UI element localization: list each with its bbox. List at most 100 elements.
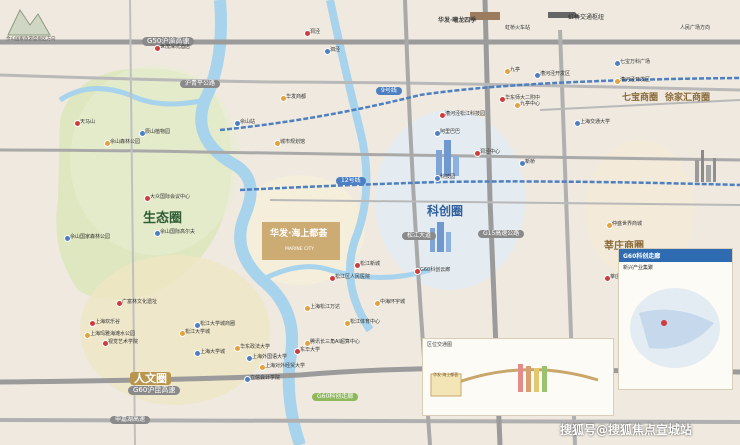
place-label: 泗泾 (330, 47, 341, 53)
g60-corridor-road-label: G60科创走廊 (312, 393, 359, 401)
songjiang-avenue-label: 松江大道 (402, 232, 437, 240)
place-pin (104, 140, 111, 147)
place-pin (534, 72, 541, 79)
place-label: 大众国际会议中心 (150, 194, 191, 200)
place-pin (244, 376, 251, 383)
g50-road-label: G50沪渝高速 (142, 37, 195, 46)
place-label: G60科创云廊 (420, 267, 451, 273)
shenjiahu-road-label: 申嘉湖高速 (110, 416, 151, 424)
info-panel-title: G60科创走廊 (619, 249, 732, 262)
place-label: 上海大学城 (200, 349, 226, 355)
corner-direction-note: 佘山国家旅游度假区方向 (6, 37, 56, 42)
place-pin (144, 195, 151, 202)
mid-road (269, 199, 740, 206)
place-pin (434, 175, 441, 182)
metro-diagram-bar-2 (526, 366, 531, 392)
sheshan-illustration (7, 8, 51, 36)
place-label: 上海欢乐谷 (95, 319, 121, 325)
metro-line-9-label: 9号线 (376, 87, 402, 95)
place-pin (614, 78, 621, 85)
place-pin (234, 120, 241, 127)
info-panel-map (630, 288, 720, 368)
skyline-1 (695, 160, 699, 182)
watermark: 搜狐号@搜狐焦点宣城站 (560, 423, 693, 437)
place-label: 科技园 (440, 174, 456, 180)
place-pin (574, 120, 581, 127)
metro-diagram (430, 364, 599, 397)
place-pin (64, 235, 71, 242)
info-map-shape (639, 309, 714, 349)
metro-diagram-label: 华发·海上都荟 (433, 372, 459, 377)
place-label: 松江新城 (360, 261, 381, 267)
place-label: 辰山植物园 (145, 129, 171, 135)
place-pin (304, 30, 311, 37)
place-pin (304, 340, 311, 347)
project-name: 华发·海上都荟 (270, 229, 328, 239)
place-label: 广富林文化遗址 (122, 299, 158, 305)
metro-line-12 (239, 180, 740, 192)
humanities-zone-halo (80, 255, 270, 405)
place-pin (274, 140, 281, 147)
place-pin (194, 322, 201, 329)
innovation-zone-label: 科创圈 (427, 204, 464, 218)
xujiahui-zone-label: 徐家汇商圈 (665, 93, 711, 103)
place-label: 九亭 (510, 67, 521, 73)
skyline-2 (701, 150, 704, 182)
place-label: 佘山森林公园 (110, 139, 141, 145)
place-pin (84, 332, 91, 339)
place-label: 上海对外经贸大学 (265, 363, 306, 369)
place-pin (606, 222, 613, 229)
info-map-pin (661, 320, 667, 326)
place-label: 中海环宇城 (380, 299, 406, 305)
place-label: 漕河泾开发区 (620, 77, 651, 83)
place-pin (499, 96, 506, 103)
place-label: 松江区人民医院 (335, 274, 371, 280)
place-pin (234, 345, 241, 352)
place-pin (514, 102, 521, 109)
metro-diagram-badge (430, 373, 462, 397)
humanities-zone-label: 人文圈 (130, 372, 171, 385)
place-label: 佘山国家森林公园 (70, 234, 111, 240)
project-block (262, 222, 340, 260)
place-label: 东华大学 (300, 347, 321, 353)
hongqiao-hub-label: 虹桥交通枢纽 (568, 14, 605, 21)
place-label: 佘山国际高尔夫 (160, 229, 196, 235)
place-label: 松江大学城 (185, 329, 211, 335)
huafa-label: 华发·曦龙四季 (438, 17, 477, 24)
place-label: 新桥 (525, 159, 536, 165)
place-label: 世茂深坑酒店 (160, 44, 191, 50)
place-label: 阿里巴巴 (440, 129, 461, 135)
place-pin (154, 230, 161, 237)
tower-3 (453, 156, 459, 176)
skyline-3 (706, 165, 711, 182)
metro-diagram-panel: 区位交通图 华发·海上都荟 (422, 338, 614, 416)
place-pin (504, 68, 511, 75)
place-pin (354, 262, 361, 269)
tower-2 (444, 140, 451, 176)
place-pin (324, 48, 331, 55)
metro-line-12-label: 12号线 (336, 177, 366, 185)
people-square-label: 人民广场方向 (680, 25, 711, 31)
place-label: 漕河泾松江科技园 (445, 111, 486, 117)
place-pin (74, 120, 81, 127)
river-south (260, 264, 431, 283)
g15-road-label: G15高速公路 (478, 230, 525, 238)
tower-6 (446, 232, 451, 252)
place-pin (116, 300, 123, 307)
place-label: 天马山 (80, 119, 96, 125)
place-pin (139, 130, 146, 137)
place-label: 松江大学城商圈 (200, 321, 236, 327)
river-east (326, 0, 374, 333)
place-pin (344, 320, 351, 327)
place-label: 华东政法大学 (240, 344, 271, 350)
metro-diagram-heading: 区位交通图 (427, 342, 453, 348)
place-pin (280, 95, 287, 102)
project-subtitle: MARINE CITY (285, 247, 315, 252)
place-label: 城市规划馆 (280, 139, 306, 145)
place-pin (259, 364, 266, 371)
place-pin (304, 305, 311, 312)
place-label: 洞泾 (310, 29, 321, 35)
place-pin (439, 112, 446, 119)
